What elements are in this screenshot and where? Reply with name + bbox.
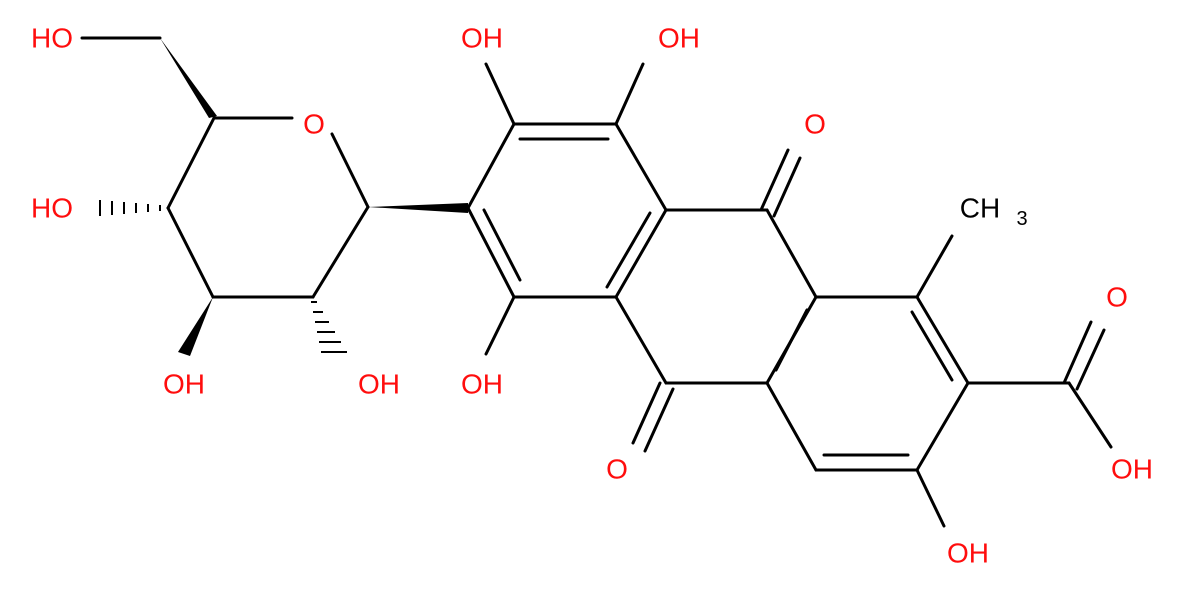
bond [915,234,954,299]
bond [482,208,522,282]
bond [484,62,516,126]
bond [614,62,645,126]
bond [759,148,790,212]
bond [910,310,954,382]
bond [631,381,662,445]
atom-label-oh: OH [163,369,205,400]
bond [605,211,652,289]
atom-label-oh: OH [461,23,503,54]
atom-label-oh: OH [461,369,503,400]
bond [330,132,370,209]
bond [915,468,946,528]
bond [166,116,216,210]
atom-label-o: O [606,454,628,485]
atom-labels: HO O HO OH OH OH OH OH O O CH 3 O OH OH [31,23,1153,569]
atom-label-oh: OH [1111,454,1153,485]
atom-label-oh: OH [358,369,400,400]
atom-label-ho: HO [31,23,73,54]
bond [915,381,970,472]
wedge-bond [178,297,213,356]
hash-bond [311,301,347,353]
bond [765,381,818,472]
bond [1075,328,1106,391]
bond [772,156,802,218]
bond [915,295,970,385]
bond [1067,381,1113,449]
bond [1062,320,1093,385]
atom-label-ho: HO [31,193,73,224]
bond [614,122,668,212]
bond [614,295,668,385]
bond [643,387,675,453]
bonds [80,36,1113,528]
bond [614,208,668,299]
bond [311,205,370,299]
atom-label-o: O [804,109,826,140]
atom-label-ch3-subscript: 3 [1016,208,1027,230]
bond [466,122,516,210]
atom-label-oh: OH [947,538,989,569]
bond [166,206,215,299]
bond [466,206,516,299]
wedge-bond [160,38,217,118]
atom-label-ch3: CH [960,193,1000,224]
atom-label-o: O [1106,282,1128,313]
wedge-bond [368,203,468,213]
hash-bond [99,200,161,216]
bond [774,308,809,372]
bond [765,208,818,299]
bond [484,295,516,356]
atom-label-o: O [303,109,325,140]
atom-label-oh: OH [658,23,700,54]
